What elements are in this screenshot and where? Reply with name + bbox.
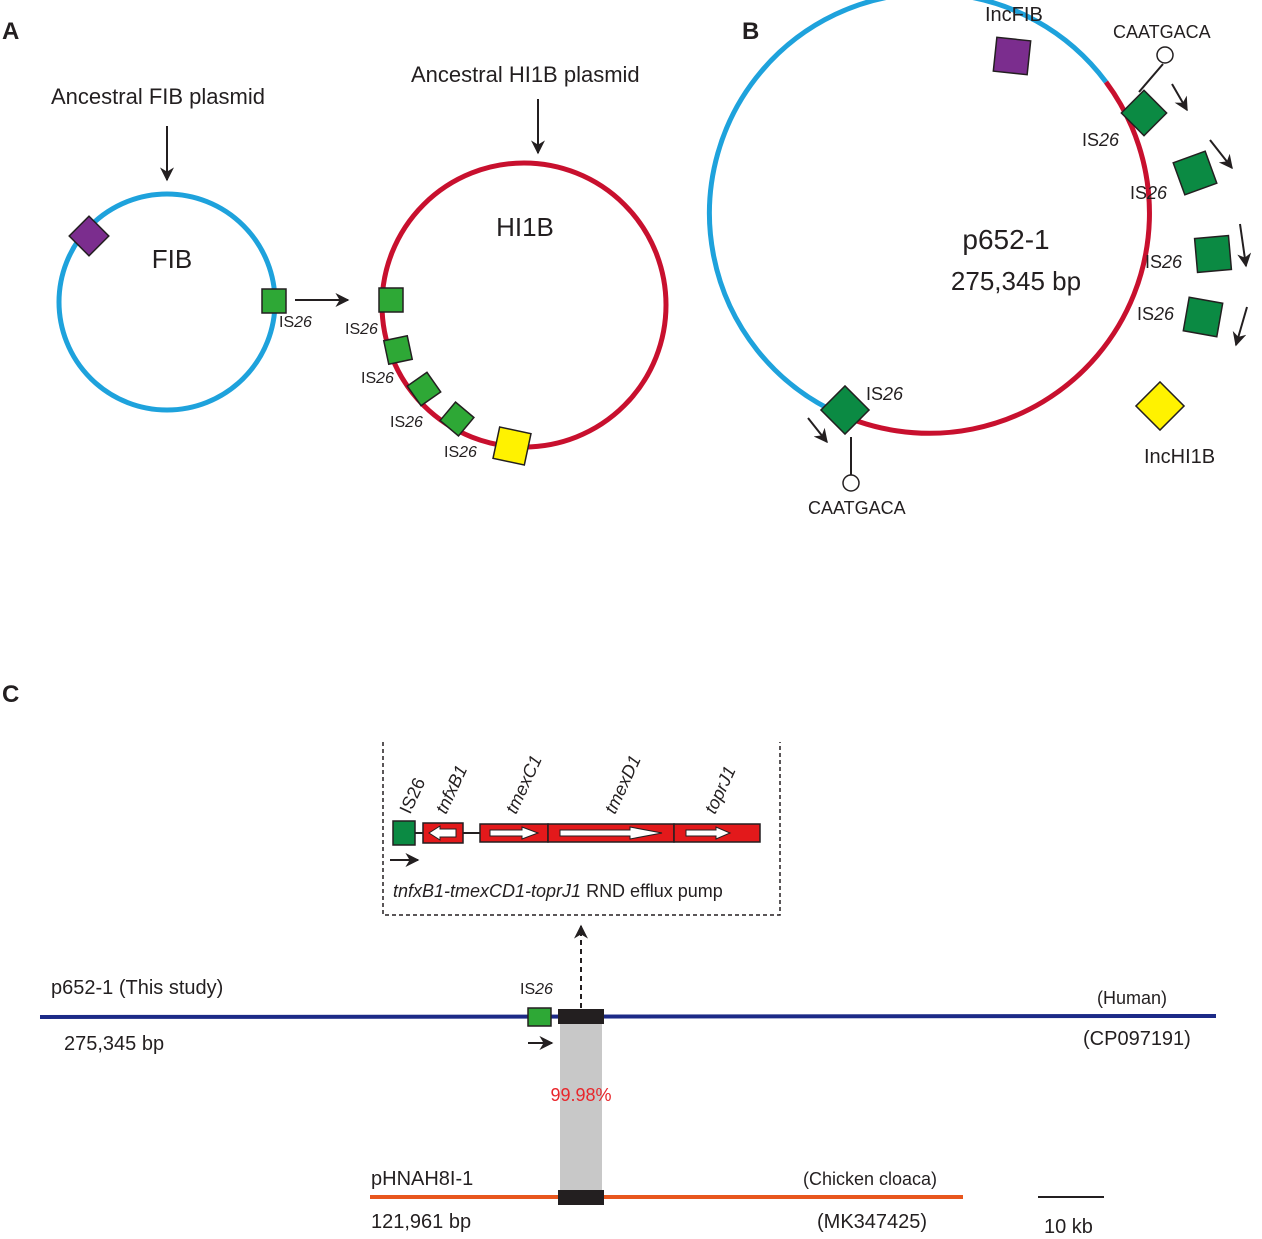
p652-is26-label-2: IS26 xyxy=(1130,183,1168,203)
hi1b-is26-box-4 xyxy=(439,401,475,437)
inset-box xyxy=(382,742,781,916)
bottom-track-name: pHNAH8I-1 xyxy=(371,1168,473,1190)
top-aligned-block xyxy=(558,1009,604,1024)
inset-caption: tnfxB1-tmexCD1-toprJ1 RND efflux pump xyxy=(393,881,723,901)
hi1b-is26-label-3: IS26 xyxy=(390,414,423,431)
track-is26-box xyxy=(527,1007,552,1027)
p652-is26-box-1 xyxy=(1120,89,1168,137)
inset-is26-label: IS26 xyxy=(395,775,429,817)
fib-replicon-marker xyxy=(68,215,110,257)
bottom-track-host: (Chicken cloaca) xyxy=(803,1169,937,1189)
track-is26-label: IS26 xyxy=(520,981,553,998)
fib-caption: Ancestral FIB plasmid xyxy=(51,84,265,109)
fib-label: FIB xyxy=(152,244,192,274)
inset-is26-box xyxy=(392,820,416,846)
plasmid-name: p652-1 xyxy=(962,224,1049,255)
hi1b-is26-label-1: IS26 xyxy=(345,321,378,338)
gene-label-tmexc1: tmexC1 xyxy=(501,752,545,817)
top-track-name: p652-1 (This study) xyxy=(51,977,223,999)
p652-is26-label-5: IS26 xyxy=(866,384,904,404)
fib-is26-box xyxy=(261,288,287,314)
p652-is26-arrow-3 xyxy=(1237,223,1252,268)
hi1b-label: HI1B xyxy=(496,212,554,242)
top-track-accession: (CP097191) xyxy=(1083,1028,1191,1050)
gene-label-toprj1: toprJ1 xyxy=(700,763,739,817)
p652-is26-box-4 xyxy=(1182,296,1224,338)
hi1b-replicon-marker xyxy=(492,426,532,466)
p652-is26-arrow-5 xyxy=(807,417,828,444)
top-track-size: 275,345 bp xyxy=(64,1033,164,1055)
scale-bar-label: 10 kb xyxy=(1044,1216,1093,1238)
gene-tmexc1-direction xyxy=(489,826,540,840)
p652-is26-arrow-2 xyxy=(1209,139,1233,170)
panel-c-letter: C xyxy=(2,681,19,708)
target-seq-top-stem xyxy=(1138,63,1164,93)
hi1b-plasmid-circle xyxy=(379,160,669,450)
bottom-track-accession: (MK347425) xyxy=(817,1211,927,1233)
gene-tnfxb1-direction xyxy=(428,825,457,841)
incfib-marker xyxy=(992,36,1032,76)
panel-b-letter: B xyxy=(742,18,759,45)
target-seq-bottom-circle xyxy=(842,474,860,492)
incfib-label: IncFIB xyxy=(985,4,1043,26)
p652-hi1b-arc xyxy=(827,80,1152,436)
top-track-host: (Human) xyxy=(1097,988,1167,1008)
bottom-aligned-block xyxy=(558,1190,604,1205)
gene-label-tnfxb1: tnfxB1 xyxy=(431,762,471,817)
hi1b-is26-box-3 xyxy=(406,371,442,407)
p652-is26-box-3 xyxy=(1193,234,1233,274)
gene-toprj1-direction xyxy=(685,826,732,840)
p652-is26-box-2 xyxy=(1172,150,1218,196)
p652-is26-label-3: IS26 xyxy=(1145,252,1183,272)
hi1b-is26-box-1 xyxy=(378,287,404,313)
gene-tmexd1-direction xyxy=(559,826,663,840)
hi1b-is26-box-2 xyxy=(382,334,414,366)
inchi1b-marker xyxy=(1134,380,1186,432)
hi1b-is26-label-4: IS26 xyxy=(444,444,477,461)
inchi1b-label: IncHI1B xyxy=(1144,446,1215,468)
hi1b-is26-label-2: IS26 xyxy=(361,370,394,387)
top-track-line xyxy=(39,1014,1217,1019)
p652-fib-arc xyxy=(706,0,1109,412)
fib-is26-label: IS26 xyxy=(279,314,312,331)
target-seq-top: CAATGACA xyxy=(1113,22,1211,42)
p652-is26-arrow-1 xyxy=(1171,83,1188,112)
p652-is26-label-1: IS26 xyxy=(1082,130,1120,150)
identity-band xyxy=(560,1022,602,1194)
p652-is26-arrow-4 xyxy=(1232,306,1248,347)
panel-a-letter: A xyxy=(2,18,19,45)
target-seq-top-circle xyxy=(1156,46,1174,64)
p652-is26-box-5 xyxy=(819,384,871,436)
target-seq-bottom: CAATGACA xyxy=(808,498,906,518)
identity-value: 99.98% xyxy=(550,1085,611,1105)
plasmid-size: 275,345 bp xyxy=(951,266,1081,296)
bottom-track-size: 121,961 bp xyxy=(371,1211,471,1233)
gene-label-tmexd1: tmexD1 xyxy=(600,752,644,817)
p652-is26-label-4: IS26 xyxy=(1137,304,1175,324)
hi1b-caption: Ancestral HI1B plasmid xyxy=(411,62,640,87)
